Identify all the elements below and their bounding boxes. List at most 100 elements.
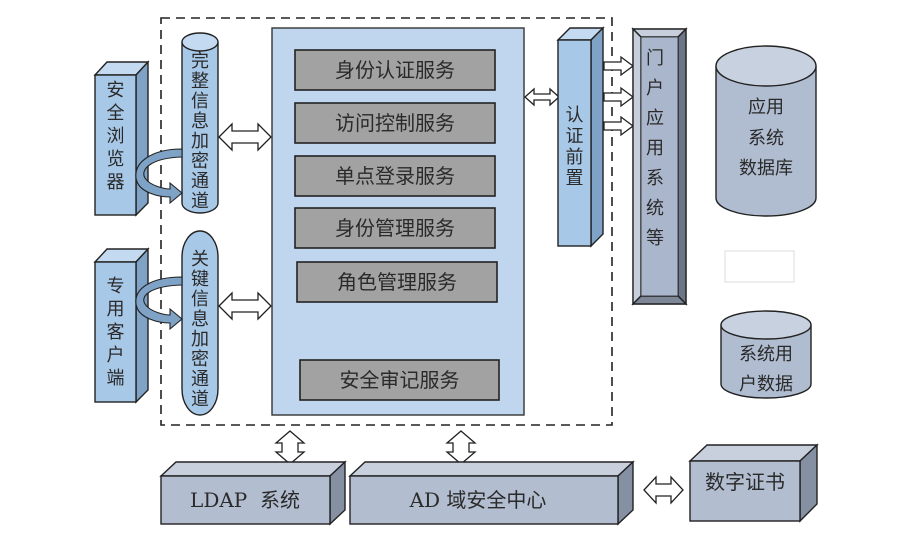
- vertical-char: 专: [107, 276, 125, 297]
- client-label-vertical: 专用客户端: [107, 276, 125, 389]
- curved-arrow-client-to-channel: [135, 276, 183, 331]
- digital-certificate[interactable]: 数字证书: [688, 443, 819, 523]
- portal-label-vertical: 门户应用系统等: [646, 48, 664, 249]
- database-app-system[interactable]: 应用 系统 数据库: [715, 45, 817, 217]
- service-box[interactable]: 访问控制服务: [294, 102, 496, 144]
- vertical-char: 统: [646, 198, 664, 219]
- database-system-user-data[interactable]: 系统用 户数据: [720, 310, 812, 399]
- vertical-char: 前: [566, 147, 584, 168]
- vertical-char: 通: [191, 369, 209, 390]
- service-label: 身份管理服务: [335, 216, 455, 240]
- box-side: [135, 247, 149, 404]
- db-label-line-3: 数据库: [739, 158, 793, 179]
- service-box-bg: [294, 49, 496, 91]
- service-box[interactable]: 单点登录服务: [294, 155, 496, 197]
- vertical-char: 全: [107, 103, 125, 124]
- client-dedicated[interactable]: 专用客户端: [93, 247, 150, 404]
- channel-label-vertical: 完整信息加密通道: [191, 51, 209, 212]
- vertical-char: 证: [566, 126, 584, 147]
- service-label: 访问控制服务: [335, 111, 455, 135]
- box-face: [557, 39, 592, 247]
- auth-front-module[interactable]: 认证前置: [556, 26, 605, 248]
- db-label-line-1: 应用: [748, 97, 784, 118]
- db-label-line-2: 系统: [748, 128, 784, 149]
- vertical-char: 系: [646, 168, 664, 189]
- channel-integrity: 完整信息加密通道: [181, 32, 219, 214]
- channel-key-info: 关键信息加密通道: [181, 230, 219, 416]
- box-top: [348, 461, 635, 477]
- service-label: 单点登录服务: [335, 164, 455, 188]
- vertical-char: 完: [191, 51, 209, 72]
- box-face: [94, 261, 137, 403]
- vertical-char: 加: [191, 329, 209, 350]
- box-face: [349, 475, 619, 525]
- vertical-char: 安: [107, 80, 125, 101]
- vertical-char: 户: [646, 78, 664, 99]
- bidirectional-arrow-channel2-core: [218, 291, 272, 321]
- cylinder-top: [181, 32, 219, 52]
- service-box-bg: [294, 102, 496, 144]
- bidirectional-arrow-core-auth-front: [524, 87, 560, 107]
- bidirectional-arrow-ad-cert: [643, 475, 684, 505]
- service-label: 身份认证服务: [335, 58, 455, 82]
- vertical-char: 器: [107, 172, 125, 193]
- box-top: [688, 444, 819, 462]
- service-box-bg: [294, 155, 496, 197]
- vertical-char: 置: [566, 168, 584, 189]
- vertical-char: 通: [191, 171, 209, 192]
- vertical-char: 整: [191, 71, 209, 92]
- ad-label: AD 域安全中心: [409, 488, 547, 512]
- db-label-line-2: 户数据: [739, 374, 793, 395]
- portal-bevel-bottom: [631, 295, 688, 305]
- vertical-char: 览: [107, 149, 125, 170]
- service-box-bg: [299, 359, 500, 401]
- cylinder-body: [720, 325, 812, 399]
- channel-label-vertical: 关键信息加密通道: [191, 249, 209, 410]
- service-box[interactable]: 安全审记服务: [299, 359, 500, 401]
- service-label: 安全审记服务: [340, 368, 460, 392]
- portal-bevel-left: [632, 27, 642, 306]
- arrow-auth-to-portal-1: [603, 55, 635, 77]
- bidirectional-arrow-core-ad: [445, 430, 477, 465]
- bidirectional-arrow-channel1-core: [218, 122, 272, 152]
- vertical-char: 客: [107, 322, 125, 343]
- vertical-char: 浏: [107, 126, 125, 147]
- curved-arrow-browser-to-channel: [135, 148, 183, 205]
- service-box[interactable]: 身份认证服务: [294, 49, 496, 91]
- cert-label: 数字证书: [705, 470, 785, 494]
- db-label-line-1: 系统用: [739, 344, 793, 365]
- capsule-body: [181, 230, 219, 416]
- cylinder-top: [715, 45, 817, 87]
- vertical-char: 键: [191, 269, 209, 290]
- box-side: [590, 26, 604, 248]
- portal-face: [640, 36, 679, 297]
- client-label-vertical: 安全浏览器: [107, 80, 125, 193]
- vertical-char: 端: [107, 368, 125, 389]
- box-face: [689, 460, 801, 522]
- portal-application-system[interactable]: 门户应用系统等: [631, 27, 688, 306]
- empty-placeholder-box: [724, 250, 795, 283]
- cylinder-top: [720, 310, 812, 340]
- ad-security-center[interactable]: AD 域安全中心: [348, 460, 635, 526]
- box-face: [94, 74, 137, 216]
- ldap-system[interactable]: LDAP 系统: [159, 460, 347, 526]
- vertical-char: 密: [191, 151, 209, 172]
- service-box-bg: [294, 207, 496, 249]
- vertical-char: 道: [191, 191, 209, 212]
- cylinder-body: [181, 42, 219, 214]
- service-box[interactable]: 身份管理服务: [294, 207, 496, 249]
- vertical-char: 密: [191, 349, 209, 370]
- vertical-char: 户: [107, 345, 125, 366]
- vertical-char: 信: [191, 91, 209, 112]
- client-secure-browser[interactable]: 安全浏览器: [93, 60, 150, 217]
- vertical-char: 加: [191, 131, 209, 152]
- vertical-char: 息: [191, 111, 209, 132]
- security-zone-boundary: [160, 17, 613, 426]
- vertical-char: 用: [646, 138, 664, 159]
- arrow-auth-to-portal-2: [603, 86, 635, 108]
- portal-bevel-top: [631, 28, 688, 38]
- arrow-auth-to-portal-3: [603, 115, 635, 137]
- service-box[interactable]: 角色管理服务: [296, 261, 498, 303]
